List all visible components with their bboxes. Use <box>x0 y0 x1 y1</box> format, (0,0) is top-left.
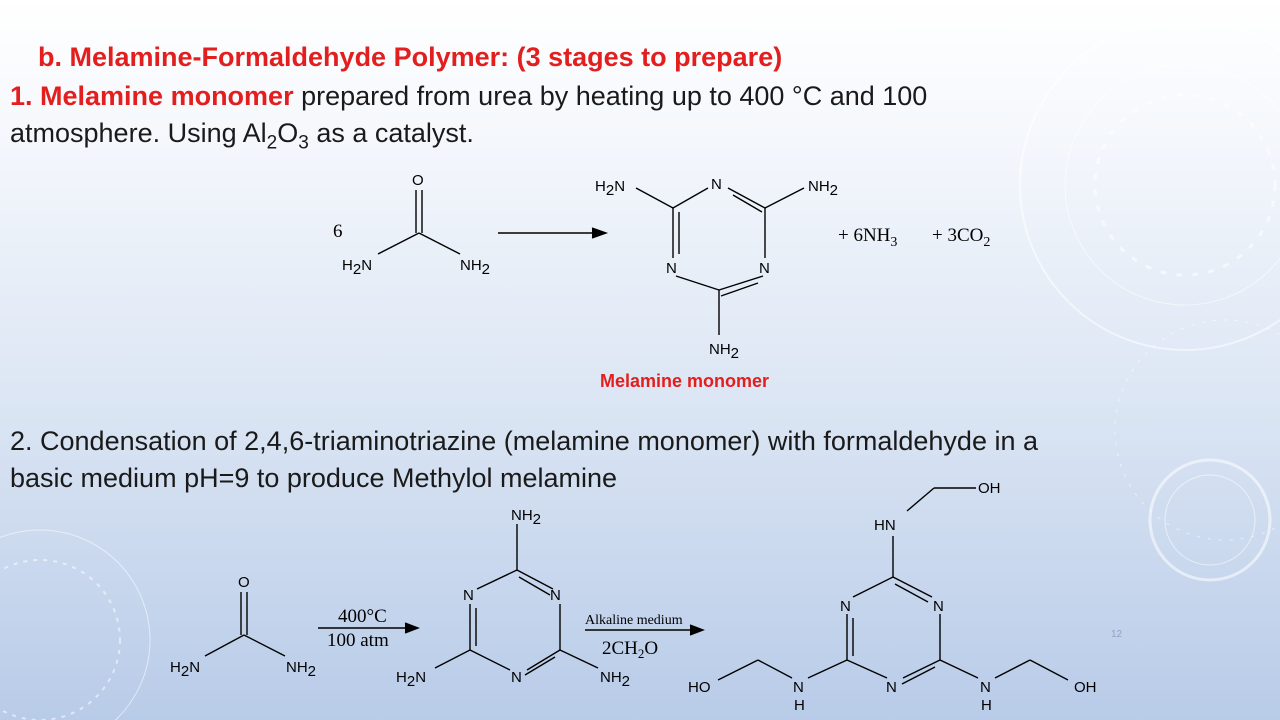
melamine-structure: N N N H2N NH2 NH2 <box>595 176 838 362</box>
page-number: 12 <box>1111 629 1123 640</box>
melamine-structure-2: NH2 N N N H2N NH2 <box>396 507 630 690</box>
methylol-melamine-structure: OH HN N N N N H HO N H <box>688 480 1097 714</box>
reaction1-coefficient: 6 <box>333 221 343 242</box>
urea-nh2: NH2 <box>460 257 490 278</box>
urea2-oxygen: O <box>238 574 250 591</box>
ring3-n-bottom: N <box>886 679 897 696</box>
urea2-nh2: NH2 <box>286 659 316 680</box>
nh-right-n: N <box>980 679 991 696</box>
product-nh3: + 6NH3 <box>838 225 897 250</box>
cond1-bottom: 100 atm <box>327 630 389 651</box>
step1-line1: 1. Melamine monomer prepared from urea b… <box>10 78 927 114</box>
step1-sub-3: 3 <box>298 132 309 154</box>
melamine-nh2-right: NH2 <box>808 178 838 199</box>
ring-n-top: N <box>711 176 722 193</box>
urea2-h2n: H2N <box>170 659 200 680</box>
ring3-n-right: N <box>933 598 944 615</box>
ring2-n-bottom: N <box>511 669 522 686</box>
melamine-nh2-bottom: NH2 <box>709 341 739 362</box>
cond2-bottom: 2CH2O <box>602 638 658 661</box>
nh-left-n: N <box>793 679 804 696</box>
step2-line1: 2. Condensation of 2,4,6-triaminotriazin… <box>10 426 1038 456</box>
reaction2-arrow2: Alkaline medium 2CH2O <box>585 613 705 661</box>
step1-text: prepared from urea by heating up to 400 … <box>293 81 928 111</box>
ring-n-left: N <box>666 260 677 277</box>
melamine2-h2n: H2N <box>396 669 426 690</box>
step1-lead: 1. Melamine monomer <box>10 81 294 111</box>
cond1-top: 400°C <box>338 606 387 627</box>
ring2-n-right: N <box>550 587 561 604</box>
step1-line2: atmosphere. Using Al2O3 as a catalyst. <box>10 115 474 161</box>
urea-structure: O H2N NH2 <box>342 172 490 278</box>
ring2-n-left: N <box>463 587 474 604</box>
urea-h2n: H2N <box>342 257 372 278</box>
cond2-top: Alkaline medium <box>585 613 683 628</box>
hn-top: HN <box>874 517 896 534</box>
melamine2-nh2-top: NH2 <box>511 507 541 528</box>
melamine2-nh2-right: NH2 <box>600 669 630 690</box>
step1-line2-text: atmosphere. Using Al <box>10 118 267 148</box>
step2-line2: basic medium pH=9 to produce Methylol me… <box>10 463 618 493</box>
slide-title: b. Melamine-Formaldehyde Polymer: (3 sta… <box>38 42 783 72</box>
step1-sub-2: 2 <box>266 132 278 154</box>
nh-left-h: H <box>794 697 805 714</box>
melamine-h2n: H2N <box>595 178 625 199</box>
reaction1-arrow <box>498 227 609 239</box>
urea-structure-2: O H2N NH2 <box>170 574 316 680</box>
ring3-n-left: N <box>840 598 851 615</box>
ring-n-right: N <box>759 260 770 277</box>
nh-right-h: H <box>981 697 992 714</box>
reaction2-arrow1: 400°C 100 atm <box>318 606 420 651</box>
product-co2: + 3CO2 <box>932 225 990 250</box>
oh-right: OH <box>1074 679 1097 696</box>
ho-left: HO <box>688 679 711 696</box>
step1-line2-o: O <box>277 118 299 148</box>
melamine-monomer-label: Melamine monomer <box>600 371 770 391</box>
oh-top: OH <box>978 480 1001 497</box>
step1-line2-tail: as a catalyst. <box>308 118 474 148</box>
urea-oxygen: O <box>412 172 424 189</box>
